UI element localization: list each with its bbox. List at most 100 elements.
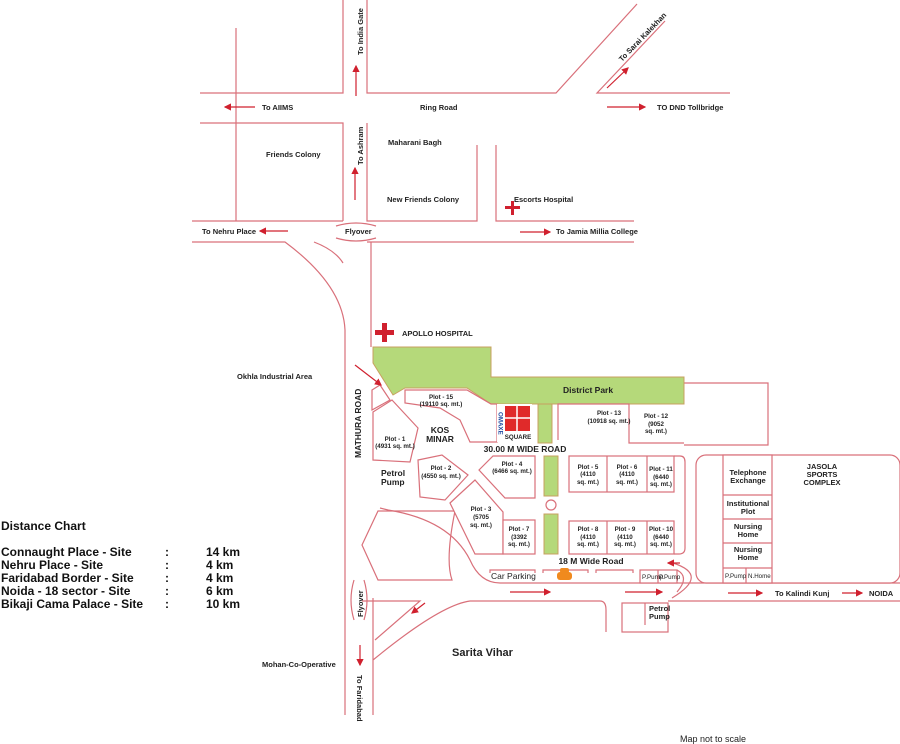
label-ppump: P.Pump bbox=[642, 574, 664, 581]
label-maharani-bagh: Maharani Bagh bbox=[388, 138, 442, 147]
label-noida: NOIDA bbox=[869, 589, 894, 598]
plot-area: (6466 sq. mt.) bbox=[492, 468, 532, 475]
distance-row: Nehru Place - Site : 4 km bbox=[1, 558, 233, 572]
label-telephone-exchange: Telephone bbox=[730, 468, 767, 477]
distance-separator: : bbox=[165, 597, 169, 611]
distance-separator: : bbox=[165, 558, 169, 572]
plot-area: sq. mt.) bbox=[614, 541, 636, 548]
plot-area: sq. mt.) bbox=[650, 541, 672, 548]
label-to-jamia: To Jamia Millia College bbox=[556, 227, 638, 236]
label-nursing-home: Nursing bbox=[734, 522, 763, 531]
distance-value: 10 km bbox=[206, 597, 240, 611]
distance-route: Nehru Place - Site bbox=[1, 558, 103, 572]
label-mathura-road: MATHURA ROAD bbox=[353, 389, 363, 458]
distance-row: Connaught Place - Site : 14 km bbox=[1, 545, 240, 559]
label-mohan: Mohan-Co-Operative bbox=[262, 660, 336, 669]
direction-arrows bbox=[223, 64, 864, 667]
plot-label: Plot - 11 bbox=[649, 466, 673, 473]
distance-route: Faridabad Border - Site bbox=[1, 571, 134, 585]
label-car-parking: Car Parking bbox=[491, 571, 536, 581]
plot-label: Plot - 13 bbox=[597, 410, 622, 417]
plot-area: (4550 sq. mt.) bbox=[421, 473, 461, 480]
label-to-aiims: To AIIMS bbox=[262, 103, 293, 112]
label-30m-road: 30.00 M WIDE ROAD bbox=[484, 444, 567, 454]
label-to-ashram: To Ashram bbox=[356, 126, 365, 165]
distance-route: Connaught Place - Site bbox=[1, 545, 132, 559]
plot-area: (3392 bbox=[511, 534, 527, 541]
plot-area: (10918 sq. mt.) bbox=[588, 418, 631, 425]
green-strip bbox=[543, 455, 559, 497]
label-district-park: District Park bbox=[563, 385, 613, 395]
distance-chart-title: Distance Chart bbox=[1, 519, 86, 533]
plot-area: sq. mt.) bbox=[508, 541, 530, 548]
hospital-cross-icon bbox=[505, 201, 520, 215]
plot-label: Plot - 3 bbox=[471, 506, 492, 513]
label-to-dnd: TO DND Tollbridge bbox=[657, 103, 723, 112]
label-petrol-pump: Pump bbox=[649, 612, 670, 621]
plot-label: Plot - 2 bbox=[431, 465, 452, 472]
plot-area: (6440 bbox=[653, 474, 669, 481]
label-kos-minar: KOS bbox=[431, 425, 450, 435]
label-institutional-plot: Institutional bbox=[727, 499, 770, 508]
distance-value: 4 km bbox=[206, 558, 233, 572]
label-flyover-top: Flyover bbox=[345, 227, 372, 236]
plot-label: Plot - 9 bbox=[615, 526, 636, 533]
label-nhome: N.Home bbox=[748, 573, 771, 580]
label-friends-colony: Friends Colony bbox=[266, 150, 321, 159]
label-ppump: P.Pump bbox=[659, 574, 681, 581]
plot-area: (5705 bbox=[473, 514, 489, 521]
plot-area: (4110 bbox=[619, 471, 635, 478]
road-network bbox=[192, 0, 900, 715]
plot-label: Plot - 1 bbox=[385, 436, 406, 443]
flyover-marker bbox=[350, 579, 368, 621]
label-petrol-pump: Petrol bbox=[649, 604, 670, 613]
plots bbox=[371, 384, 900, 633]
flyover-marker bbox=[335, 222, 377, 242]
distance-separator: : bbox=[165, 571, 169, 585]
plot-area: sq. mt.) bbox=[577, 479, 599, 486]
green-strip bbox=[543, 513, 559, 555]
plot-label: Plot - 10 bbox=[649, 526, 674, 533]
label-to-kalindi: To Kalindi Kunj bbox=[775, 589, 829, 598]
label-jasola: JASOLA bbox=[807, 462, 838, 471]
distance-separator: : bbox=[165, 584, 169, 598]
label-new-friends-colony: New Friends Colony bbox=[387, 195, 460, 204]
plot-label: Plot - 12 bbox=[644, 413, 669, 420]
label-nursing-home: Home bbox=[738, 530, 759, 539]
plot-area: (4110 bbox=[580, 471, 596, 478]
plot-area: (4931 sq. mt.) bbox=[375, 443, 415, 450]
plot-label: Plot - 5 bbox=[578, 464, 599, 471]
distance-row: Bikaji Cama Palace - Site : 10 km bbox=[1, 597, 240, 611]
plot-area: (19110 sq. mt.) bbox=[420, 401, 463, 408]
roundabout bbox=[545, 499, 557, 511]
label-to-nehru-place: To Nehru Place bbox=[202, 227, 256, 236]
distance-value: 6 km bbox=[206, 584, 233, 598]
distance-value: 14 km bbox=[206, 545, 240, 559]
distance-row: Noida - 18 sector - Site : 6 km bbox=[1, 584, 233, 598]
distance-value: 4 km bbox=[206, 571, 233, 585]
distance-route: Bikaji Cama Palace - Site bbox=[1, 597, 143, 611]
logo-name: SQUARE bbox=[505, 434, 531, 441]
label-flyover-bottom: Flyover bbox=[356, 590, 365, 617]
label-jasola: SPORTS bbox=[807, 470, 838, 479]
plot-area: sq. mt.) bbox=[650, 481, 672, 488]
label-nursing-home: Home bbox=[738, 553, 759, 562]
plot-area: (4110 bbox=[580, 534, 596, 541]
label-okhla: Okhla Industrial Area bbox=[237, 372, 313, 381]
hospital-cross-icon bbox=[375, 323, 394, 342]
label-to-india-gate: To India Gate bbox=[356, 8, 365, 55]
label-jasola: COMPLEX bbox=[803, 478, 840, 487]
label-ring-road: Ring Road bbox=[420, 103, 458, 112]
label-ppump: P.Pump bbox=[725, 573, 747, 580]
distance-row: Faridabad Border - Site : 4 km bbox=[1, 571, 233, 585]
label-not-to-scale: Map not to scale bbox=[680, 734, 746, 744]
plot-area: sq. mt.) bbox=[645, 428, 667, 435]
distance-chart: Distance Chart Connaught Place - Site : … bbox=[1, 519, 240, 611]
omaxe-square-logo: OMAXE SQUARE bbox=[497, 404, 532, 442]
plot-label: Plot - 15 bbox=[429, 394, 454, 401]
plot-label: Plot - 7 bbox=[509, 526, 530, 533]
label-18m-road: 18 M Wide Road bbox=[558, 556, 623, 566]
plot-label: Plot - 4 bbox=[502, 461, 523, 468]
label-kos-minar: MINAR bbox=[426, 434, 454, 444]
